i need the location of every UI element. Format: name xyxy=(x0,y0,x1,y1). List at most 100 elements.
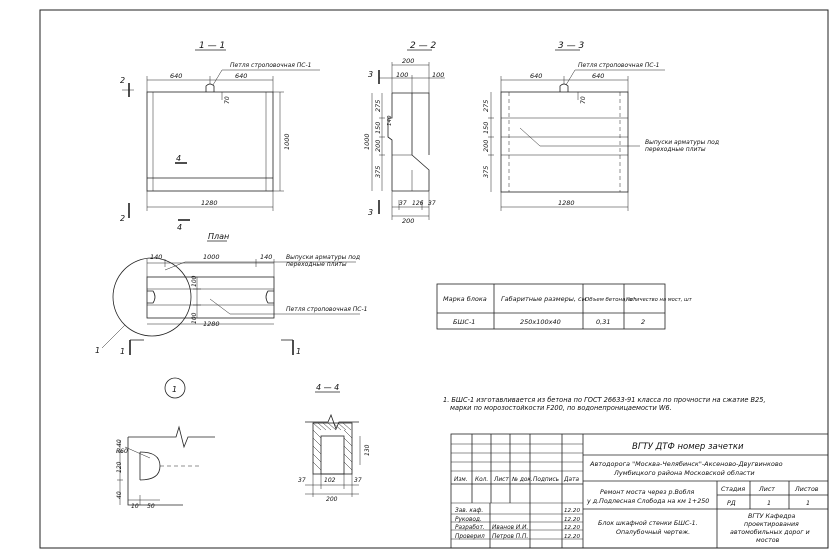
tb-org-2: проектирования xyxy=(744,521,799,528)
node-1-title: 1 xyxy=(172,385,177,394)
section-2-2 xyxy=(371,49,445,220)
spec-cell-mark: БШС-1 xyxy=(453,318,475,326)
dim-640-left: 640 xyxy=(170,72,182,80)
section-4-4-title: 4 — 4 xyxy=(316,383,339,392)
tb-col-kol: Кол. xyxy=(475,477,488,483)
dim-70: 70 xyxy=(224,96,231,104)
tb-col-date: Дата xyxy=(563,477,579,483)
mark-3-bottom: 3 xyxy=(368,208,373,217)
section-2-2-title: 2 — 2 xyxy=(410,41,436,51)
dim-200-44: 200 xyxy=(326,496,338,503)
dim-1280: 1280 xyxy=(201,199,218,207)
mark-4-bottom: 4 xyxy=(177,223,182,232)
tb-date-2: 12.20 xyxy=(564,525,580,531)
section-2-2-labels: 2 — 2 200 100 100 275 140 150 200 375 10… xyxy=(363,41,444,225)
dim-1280-plan: 1280 xyxy=(203,320,220,328)
tb-col-list: Лист xyxy=(493,477,509,483)
node-1-detail xyxy=(117,377,215,506)
tb-work-2: у д.Подлесная Слобода на км 1+250 xyxy=(586,497,709,505)
dim-200-left: 200 xyxy=(374,140,382,152)
dim-1280-33: 1280 xyxy=(558,199,575,207)
section-1-1 xyxy=(122,49,320,221)
tb-date-3: 12.20 xyxy=(564,534,580,540)
tb-role-3: Проверил xyxy=(455,534,485,540)
dim-37-44-left: 37 xyxy=(298,477,306,484)
tb-org-3: автомобильных дорог и xyxy=(730,528,810,536)
plan-labels: План Выпуски арматуры под переходные пли… xyxy=(95,232,367,356)
tb-header: ВГТУ ДТФ номер зачетки xyxy=(632,442,744,452)
dim-1000-plan: 1000 xyxy=(203,253,220,261)
node-dim-r60: R60 xyxy=(116,448,128,455)
rebar-label-3-3-b: переходные плиты xyxy=(645,146,706,153)
dim-102-44: 102 xyxy=(324,477,336,484)
node-dim-120: 120 xyxy=(116,461,123,473)
dim-70-33: 70 xyxy=(580,96,587,104)
node-dim-40-top: 40 xyxy=(116,439,123,447)
tb-role-1: Руковод. xyxy=(455,517,482,523)
node-1-labels: 1 40 R60 120 40 10 50 xyxy=(116,385,177,510)
dim-100-plan-b: 100 xyxy=(191,312,198,324)
note-line-2: марки по морозостойкости F200, по водоне… xyxy=(450,404,672,412)
mark-3-top: 3 xyxy=(368,70,373,79)
spec-header-mark: Марка блока xyxy=(443,295,487,303)
dim-640-33-left: 640 xyxy=(530,72,542,80)
tb-name-2: Иванов И.И. xyxy=(492,525,528,531)
tb-date-0: 12.20 xyxy=(564,508,580,514)
dim-275: 275 xyxy=(374,100,382,112)
tb-role-0: Зав. каф. xyxy=(455,508,483,514)
plan-title: План xyxy=(208,232,229,241)
title-block-text: ВГТУ ДТФ номер зачетки Автодорога "Москв… xyxy=(454,442,819,544)
dim-100-plan-a: 100 xyxy=(191,275,198,287)
rebar-label-3-3-a: Выпуски арматуры под xyxy=(645,139,719,146)
spec-header-qty: Количество на мост, шт xyxy=(626,297,693,303)
dim-640-right: 640 xyxy=(235,72,247,80)
tb-project-1: Автодорога "Москва-Челябинск"-Аксеново-Д… xyxy=(589,460,783,468)
section-1-1-title: 1 — 1 xyxy=(199,41,225,51)
node-dim-10: 10 xyxy=(131,503,139,510)
mark-2-bottom: 2 xyxy=(120,214,125,223)
dim-130-44: 130 xyxy=(364,444,371,456)
dim-150: 150 xyxy=(374,122,382,134)
dim-140: 140 xyxy=(387,115,393,126)
node-dim-50: 50 xyxy=(147,503,155,510)
tb-stage-v: РД xyxy=(727,500,736,507)
mark-2-top: 2 xyxy=(120,76,125,85)
tb-sheet-v: 1 xyxy=(767,500,771,507)
dim-275-33: 275 xyxy=(482,100,490,112)
tb-col-sign: Подпись xyxy=(533,477,559,483)
dim-200-bottom: 200 xyxy=(402,217,414,225)
dim-100-right: 100 xyxy=(432,71,444,79)
spec-cell-dims: 250х100х40 xyxy=(520,318,561,326)
rebar-label-plan-a: Выпуски арматуры под xyxy=(286,254,360,261)
dim-140-left: 140 xyxy=(150,253,162,261)
node-dim-40-bottom: 40 xyxy=(116,491,123,499)
loop-label-plan: Петля строповочная ПС-1 xyxy=(286,306,367,313)
tb-sheets-h: Листов xyxy=(794,486,819,493)
title-block xyxy=(450,433,829,549)
spec-table-text: Марка блока Габаритные размеры, см Объем… xyxy=(443,295,693,326)
sheet-frame xyxy=(39,9,829,549)
section-1-1-labels: 1 — 1 Петля строповочная ПС-1 640 640 70… xyxy=(120,41,311,232)
tb-name-3: Петров П.П. xyxy=(492,534,528,540)
dim-140-right: 140 xyxy=(260,253,272,261)
tb-sheets-v: 1 xyxy=(806,500,810,507)
spec-cell-volume: 0,31 xyxy=(596,318,610,326)
spec-header-dims: Габаритные размеры, см xyxy=(501,295,587,303)
tb-org-4: мостов xyxy=(756,537,780,544)
plan-mark-1-right: 1 xyxy=(296,347,301,356)
dim-37-left: 37 xyxy=(399,200,407,207)
tb-work-1: Ремонт моста через р.Вобля xyxy=(600,488,695,496)
section-4-4 xyxy=(305,391,361,497)
section-4-4-labels: 4 — 4 130 37 102 37 200 xyxy=(298,383,371,503)
dim-100-left: 100 xyxy=(396,71,408,79)
spec-header-volume: Объем бетона, м³ xyxy=(585,296,635,303)
tb-org-1: ВГТУ Кафедра xyxy=(748,513,795,520)
tb-col-doc: № док. xyxy=(511,477,533,483)
dim-126: 126 xyxy=(412,200,424,207)
dim-375-33: 375 xyxy=(482,166,490,178)
tb-date-1: 12.20 xyxy=(564,517,580,523)
section-3-3-labels: 3 — 3 Петля строповочная ПС-1 Выпуски ар… xyxy=(482,41,719,207)
dim-1000: 1000 xyxy=(283,133,291,150)
dim-640-33-right: 640 xyxy=(592,72,604,80)
